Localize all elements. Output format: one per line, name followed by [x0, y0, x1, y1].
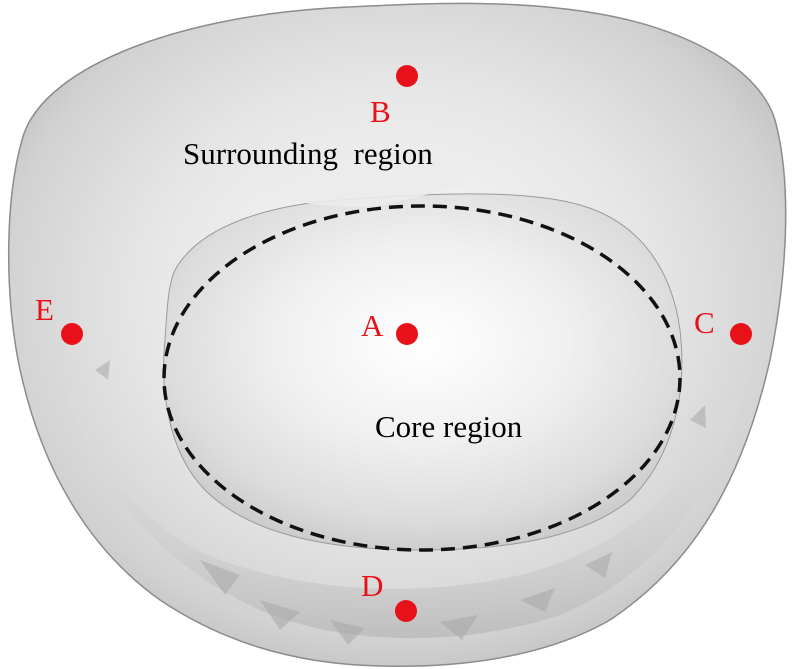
point-D: D	[361, 568, 417, 622]
lower-shade	[60, 360, 750, 639]
point-C: C	[694, 305, 752, 345]
core-region-label: Core region	[375, 409, 523, 444]
point-label-C: C	[694, 305, 715, 340]
marker-dot-A	[396, 323, 418, 345]
inner-cavity	[163, 193, 683, 551]
marker-dot-C	[730, 323, 752, 345]
point-label-E: E	[35, 292, 54, 327]
point-E: E	[35, 292, 83, 345]
marker-dot-E	[61, 323, 83, 345]
marker-dot-D	[395, 600, 417, 622]
surrounding-region-label: Surrounding region	[183, 136, 433, 171]
top-ridge	[255, 147, 470, 207]
point-B: B	[370, 65, 418, 129]
point-label-D: D	[361, 568, 383, 603]
point-A: A	[361, 308, 418, 345]
marker-dot-B	[396, 65, 418, 87]
point-label-A: A	[361, 308, 384, 343]
core-region-outline	[162, 204, 682, 552]
point-label-B: B	[370, 94, 391, 129]
